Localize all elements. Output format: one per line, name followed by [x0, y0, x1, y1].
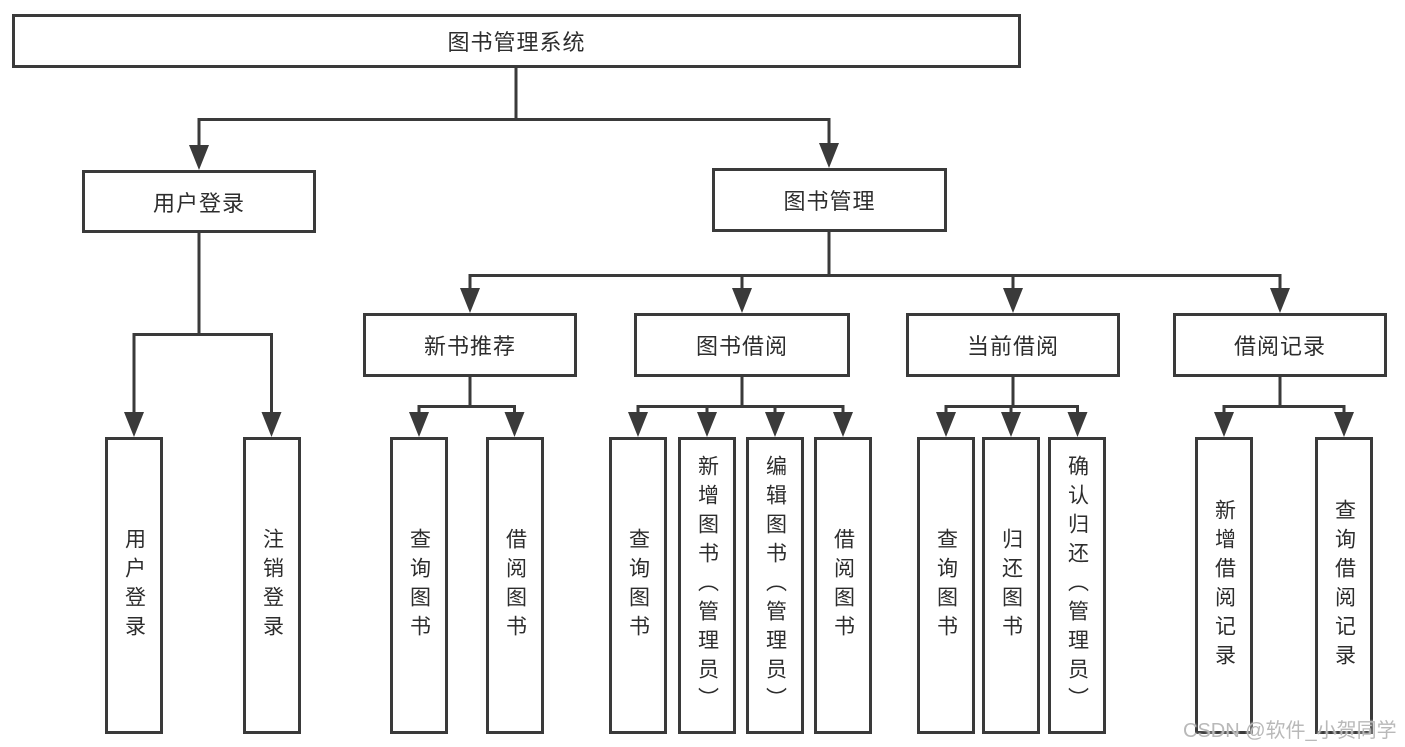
leaf-user-login-label: 用户登录 — [122, 527, 146, 644]
leaf-cb-confirm-return: 确认归还（管理员） — [1048, 437, 1106, 734]
leaf-cb-query-books-label: 查询图书 — [934, 527, 958, 644]
node-current-borrowing: 当前借阅 — [906, 313, 1120, 377]
leaf-bb-add-books-label: 新增图书（管理员） — [695, 455, 719, 716]
node-borrowing-records: 借阅记录 — [1173, 313, 1387, 377]
leaf-bb-query-books-label: 查询图书 — [626, 527, 650, 644]
node-book-management: 图书管理 — [712, 168, 947, 232]
leaf-bb-query-books: 查询图书 — [609, 437, 667, 734]
leaf-br-query-record: 查询借阅记录 — [1315, 437, 1373, 734]
node-root: 图书管理系统 — [12, 14, 1021, 68]
arrowheads — [124, 143, 1354, 437]
node-user-login-label: 用户登录 — [152, 190, 245, 216]
node-current-borrowing-label: 当前借阅 — [966, 334, 1059, 359]
leaf-bb-edit-books: 编辑图书（管理员） — [746, 437, 804, 734]
leaf-cb-return-books-label: 归还图书 — [999, 527, 1023, 644]
leaf-bb-borrow-books: 借阅图书 — [814, 437, 872, 734]
leaf-rec-borrow-books: 借阅图书 — [486, 437, 544, 734]
leaf-br-query-record-label: 查询借阅记录 — [1332, 498, 1356, 673]
node-borrowing-records-label: 借阅记录 — [1233, 334, 1326, 359]
leaf-cb-confirm-return-label: 确认归还（管理员） — [1065, 455, 1089, 716]
node-new-book-recommendation: 新书推荐 — [363, 313, 577, 377]
leaf-user-login: 用户登录 — [105, 437, 163, 734]
node-root-label: 图书管理系统 — [447, 30, 586, 55]
csdn-watermark: CSDN @软件_小贺同学 — [1183, 720, 1397, 742]
leaf-logout-label: 注销登录 — [260, 527, 284, 644]
leaf-cb-query-books: 查询图书 — [917, 437, 975, 734]
node-book-borrowing: 图书借阅 — [634, 313, 850, 377]
leaf-rec-query-books: 查询图书 — [390, 437, 448, 734]
leaf-cb-return-books: 归还图书 — [982, 437, 1040, 734]
leaf-bb-add-books: 新增图书（管理员） — [678, 437, 736, 734]
node-book-management-label: 图书管理 — [783, 189, 876, 214]
leaf-logout: 注销登录 — [243, 437, 301, 734]
node-new-book-recommendation-label: 新书推荐 — [423, 334, 516, 359]
node-user-login: 用户登录 — [82, 170, 316, 233]
leaf-rec-query-books-label: 查询图书 — [407, 527, 431, 644]
leaf-br-add-record-label: 新增借阅记录 — [1212, 498, 1236, 673]
leaf-rec-borrow-books-label: 借阅图书 — [503, 527, 527, 644]
node-book-borrowing-label: 图书借阅 — [695, 334, 788, 359]
leaf-bb-borrow-books-label: 借阅图书 — [831, 527, 855, 644]
leaf-bb-edit-books-label: 编辑图书（管理员） — [763, 455, 787, 716]
leaf-br-add-record: 新增借阅记录 — [1195, 437, 1253, 734]
